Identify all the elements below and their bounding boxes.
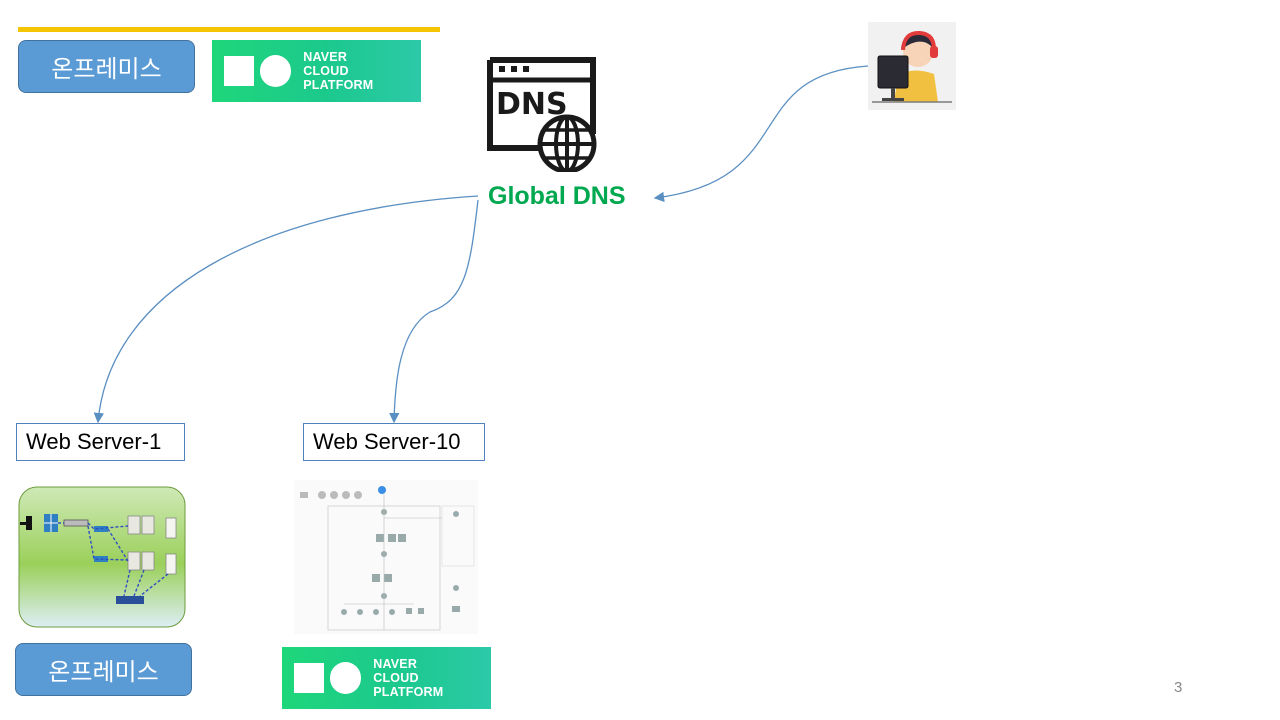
logo-text-line1: NAVER <box>373 657 418 671</box>
onprem-label: 온프레미스 <box>51 55 162 83</box>
dns-icon-text: DNS <box>496 87 568 122</box>
onprem-button-top[interactable]: 온프레미스 <box>18 40 195 93</box>
arrow-dns-to-server-10 <box>389 199 479 424</box>
user-avatar <box>868 22 956 110</box>
onprem-network-diagram <box>18 486 186 628</box>
logo-square-icon <box>294 663 324 693</box>
dns-globe-icon: DNS <box>487 57 597 172</box>
logo-text-line1: NAVER <box>303 50 348 64</box>
web-server-1-label: Web Server-1 <box>16 423 185 461</box>
title-underline <box>18 27 440 32</box>
logo-circle-icon <box>329 662 362 694</box>
naver-cloud-logo-top: NAVER CLOUD PLATFORM <box>212 40 421 102</box>
logo-square-icon <box>224 56 254 86</box>
page-number: 3 <box>1174 679 1183 696</box>
web-server-10-label: Web Server-10 <box>303 423 485 461</box>
arrow-dns-to-server-1 <box>93 195 479 424</box>
onprem-label-bottom: 온프레미스 <box>48 658 159 686</box>
logo-text-line2: CLOUD PLATFORM <box>303 64 374 92</box>
naver-cloud-logo-bottom: NAVER CLOUD PLATFORM <box>282 647 491 709</box>
logo-text-line2: CLOUD PLATFORM <box>373 671 444 699</box>
arrow-user-to-dns <box>653 65 869 203</box>
onprem-button-bottom[interactable]: 온프레미스 <box>15 643 192 696</box>
logo-circle-icon <box>259 55 292 87</box>
global-dns-label: Global DNS <box>488 182 626 210</box>
ncp-architecture-diagram <box>294 480 478 634</box>
